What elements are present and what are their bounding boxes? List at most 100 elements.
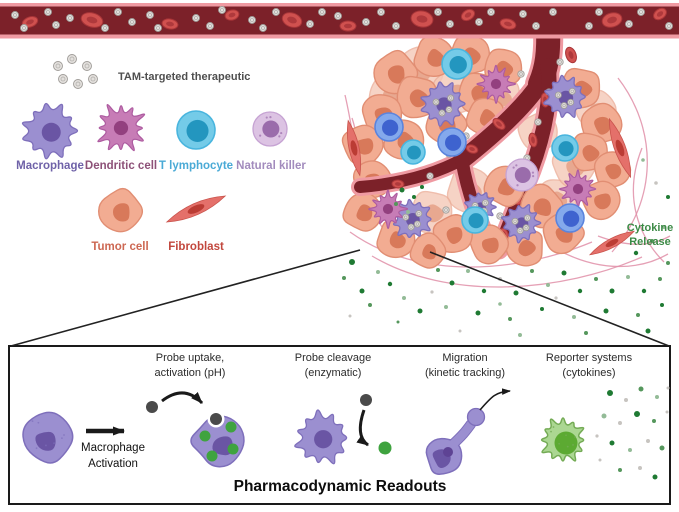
readout-step-probe-uptake-label: Probe uptake, activation (pH) xyxy=(115,351,265,382)
therapeutic-particle xyxy=(432,98,440,106)
therapeutic-particle xyxy=(445,106,453,114)
tumor-cell xyxy=(342,192,383,232)
therapeutic-particle xyxy=(334,12,342,20)
therapeutic-particle xyxy=(407,223,415,231)
red-blood-cell xyxy=(653,7,667,21)
tumor-cell xyxy=(484,48,523,88)
therapeutic-particle xyxy=(556,58,564,66)
step2-line1: Probe cleavage xyxy=(294,352,372,364)
therapeutic-particle xyxy=(446,20,454,28)
activation-line1: Macrophage xyxy=(81,442,145,454)
therapeutic-particle xyxy=(101,24,109,32)
macrophage-cell xyxy=(501,204,542,244)
blood-vessel-branch xyxy=(351,11,577,262)
tumor-cell xyxy=(519,183,564,229)
red-blood-cell xyxy=(499,18,517,30)
tumor-cell xyxy=(580,102,623,145)
tumor-cell xyxy=(517,112,558,152)
therapeutic-particle xyxy=(585,22,593,30)
fibroblast-strands xyxy=(344,77,671,288)
tumor-cell xyxy=(432,214,473,253)
dendritic-cell xyxy=(97,103,146,152)
therapeutic-particle xyxy=(475,209,483,217)
therapeutic-particle xyxy=(480,207,488,215)
red-blood-cell xyxy=(460,8,476,22)
therapeutic-particle xyxy=(496,212,504,220)
therapeutic-particle xyxy=(413,220,421,228)
step2-line2: (enzymatic) xyxy=(304,367,362,380)
macrophage-cell xyxy=(420,81,466,127)
tumor-cell xyxy=(479,75,520,119)
therapeutic-particle xyxy=(524,214,531,222)
therapeutic-particle xyxy=(58,74,68,84)
therapeutic-particle xyxy=(567,98,575,106)
therapeutic-particle xyxy=(637,8,645,16)
tumor-cell xyxy=(561,67,601,109)
readout-step-migration-label: Migration (kinetic tracking) xyxy=(390,351,540,382)
tumor-cell xyxy=(432,70,477,115)
natural-killer-cell xyxy=(505,158,539,192)
therapeutic-particle xyxy=(392,22,400,30)
therapeutic-particle xyxy=(128,18,136,26)
red-blood-cell xyxy=(601,12,623,28)
therapeutic-particle xyxy=(114,8,122,16)
therapeutic-particle xyxy=(519,10,527,18)
tumor-cell xyxy=(373,49,419,95)
therapeutic-particle xyxy=(665,22,673,30)
readout-step-probe-cleavage-label: Probe cleavage (enzymatic) xyxy=(258,351,408,382)
therapeutic-particle xyxy=(462,132,470,140)
activation-line2: Activation xyxy=(88,457,138,470)
tumor-cell xyxy=(533,179,577,221)
red-blood-cell xyxy=(512,190,522,206)
tumor-cell xyxy=(397,46,445,94)
tumor-cell xyxy=(593,151,632,189)
step4-line2: (cytokines) xyxy=(562,367,616,380)
dendritic-cell xyxy=(476,64,517,104)
therapeutic-particle xyxy=(471,202,479,210)
therapeutic-particle xyxy=(259,24,267,32)
macrophage-cell xyxy=(21,102,79,160)
tumor-mass-back xyxy=(341,34,632,234)
t-lymphocyte-cell xyxy=(441,48,473,80)
therapeutic-particle xyxy=(560,102,568,110)
therapeutic-particle xyxy=(377,8,385,16)
red-blood-cell xyxy=(492,118,506,130)
tumor-cell xyxy=(446,166,494,214)
red-blood-cell xyxy=(224,9,240,21)
therapeutic-particle xyxy=(438,109,446,117)
therapeutic-particle xyxy=(475,18,483,26)
tumor-cell xyxy=(411,190,453,234)
tumor-cell xyxy=(450,34,491,75)
legend-label-macrophage: Macrophage xyxy=(16,160,84,172)
step1-line2: activation (pH) xyxy=(154,367,226,380)
fibroblast-cell xyxy=(608,117,632,179)
step3-line2: (kinetic tracking) xyxy=(424,367,506,380)
therapeutic-particle xyxy=(534,118,542,126)
therapeutic-particle xyxy=(362,18,370,26)
step4-line1: Reporter systems xyxy=(545,352,633,364)
red-blood-cell xyxy=(80,12,104,28)
therapeutic-particle xyxy=(516,227,524,235)
macrophage-activation-label: Macrophage Activation xyxy=(63,441,163,472)
tumor-cell xyxy=(98,187,144,233)
tumor-cell xyxy=(458,72,499,113)
magnification-lines xyxy=(10,249,670,347)
red-blood-cell xyxy=(410,10,434,28)
t-lymphocyte-cell xyxy=(374,112,404,142)
therapeutic-particle xyxy=(306,20,314,28)
t-lymphocyte-cell xyxy=(400,139,426,165)
legend-label-fibroblast: Fibroblast xyxy=(168,241,224,253)
therapeutic-particle xyxy=(434,8,442,16)
tumor-cell xyxy=(352,160,393,200)
therapeutic-particle xyxy=(554,91,562,99)
therapeutic-particle xyxy=(318,8,326,16)
red-blood-cell xyxy=(391,179,405,189)
red-blood-cell xyxy=(21,16,39,28)
therapeutic-particle xyxy=(508,184,516,192)
macrophage-cell xyxy=(543,74,586,118)
tumor-cell xyxy=(542,211,585,255)
legend-label-t-lymphocyte: T lymphocyte xyxy=(158,160,234,172)
cytokine-release-line1: Cytokine xyxy=(626,222,674,234)
cytokine-release-line2: Release xyxy=(629,236,671,249)
